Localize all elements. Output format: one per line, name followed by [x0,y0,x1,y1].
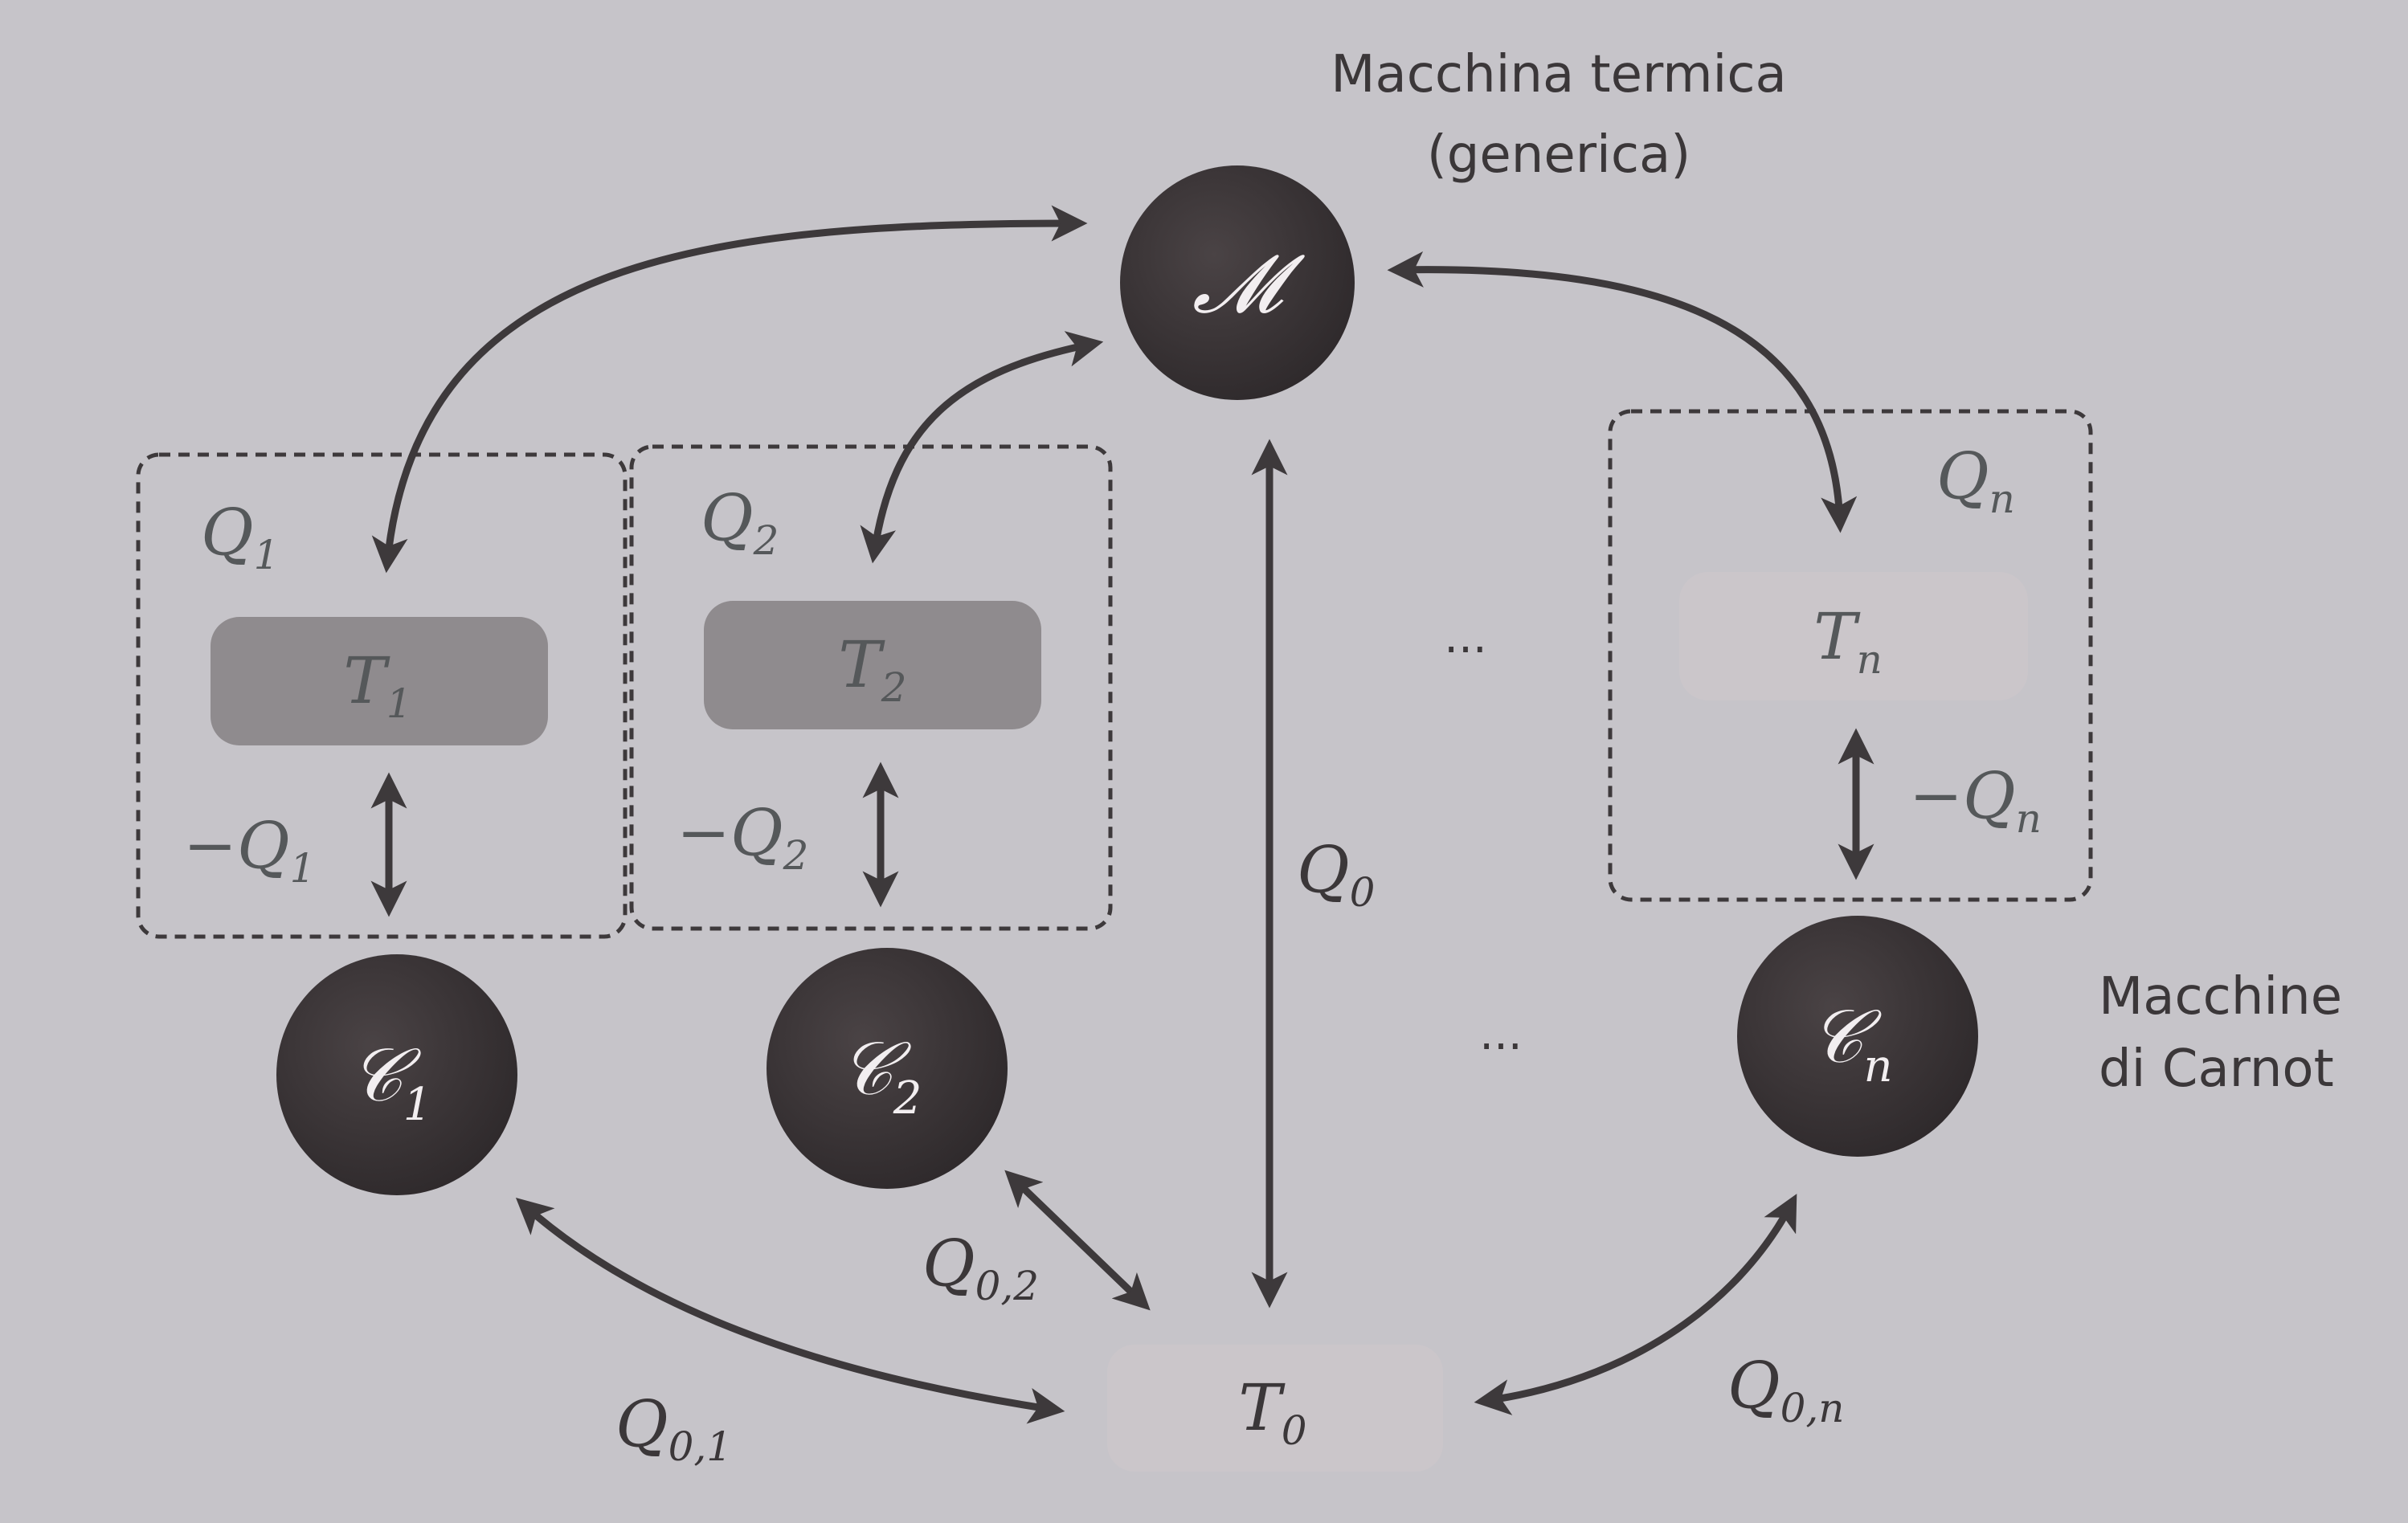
reservoir-T2 [704,601,1041,729]
reservoir-T0-label: T0 [1238,1370,1306,1454]
carnot-machine-2 [767,948,1008,1189]
arrow-Cn-T0 [1474,1194,1797,1415]
ellipsis-machines: ··· [1479,1021,1522,1073]
heat-Q02-label: Q0,2 [922,1226,1039,1309]
heat-minus-Q2-label: −Q2 [677,795,808,879]
reservoir-T1-label: T1 [343,643,411,727]
arrow-M-T1 [371,205,1088,574]
general-engine-title: Macchina termica [1331,45,1786,104]
reservoir-T0 [1107,1345,1443,1472]
carnot-machine-1 [276,954,517,1195]
general-engine-subtitle: (generica) [1427,125,1691,185]
heat-Q1-label: Q1 [201,495,279,578]
arrow-M-T2 [860,331,1104,564]
heat-Qn-label: Qn [1936,439,2015,522]
arrow-C2-T0 [1004,1170,1151,1311]
heat-minus-Qn-label: −Qn [1909,758,2042,842]
carnot-machines-label-line2: di Carnot [2099,1039,2334,1099]
heat-minus-Q1-label: −Q1 [183,808,315,892]
arrow-M-Tn [1387,251,1858,533]
carnot-machine-n [1737,916,1978,1157]
reservoir-T1 [211,617,548,745]
arrow-C1-T0 [515,1198,1065,1424]
carnot-machines-label-line1: Macchine [2099,967,2342,1027]
reservoir-Tn [1679,572,2028,700]
reservoir-T2-label: T2 [838,627,906,711]
heat-Q01-label: Q0,1 [615,1386,732,1470]
heat-Q0-label: Q0 [1297,832,1375,916]
reservoir-Tn-label: Tn [1813,599,1883,683]
heat-Q2-label: Q2 [701,480,779,564]
heat-Q0n-label: Q0,n [1727,1348,1845,1431]
machine-M [1120,165,1355,400]
ellipsis-reservoirs: ··· [1444,624,1486,676]
